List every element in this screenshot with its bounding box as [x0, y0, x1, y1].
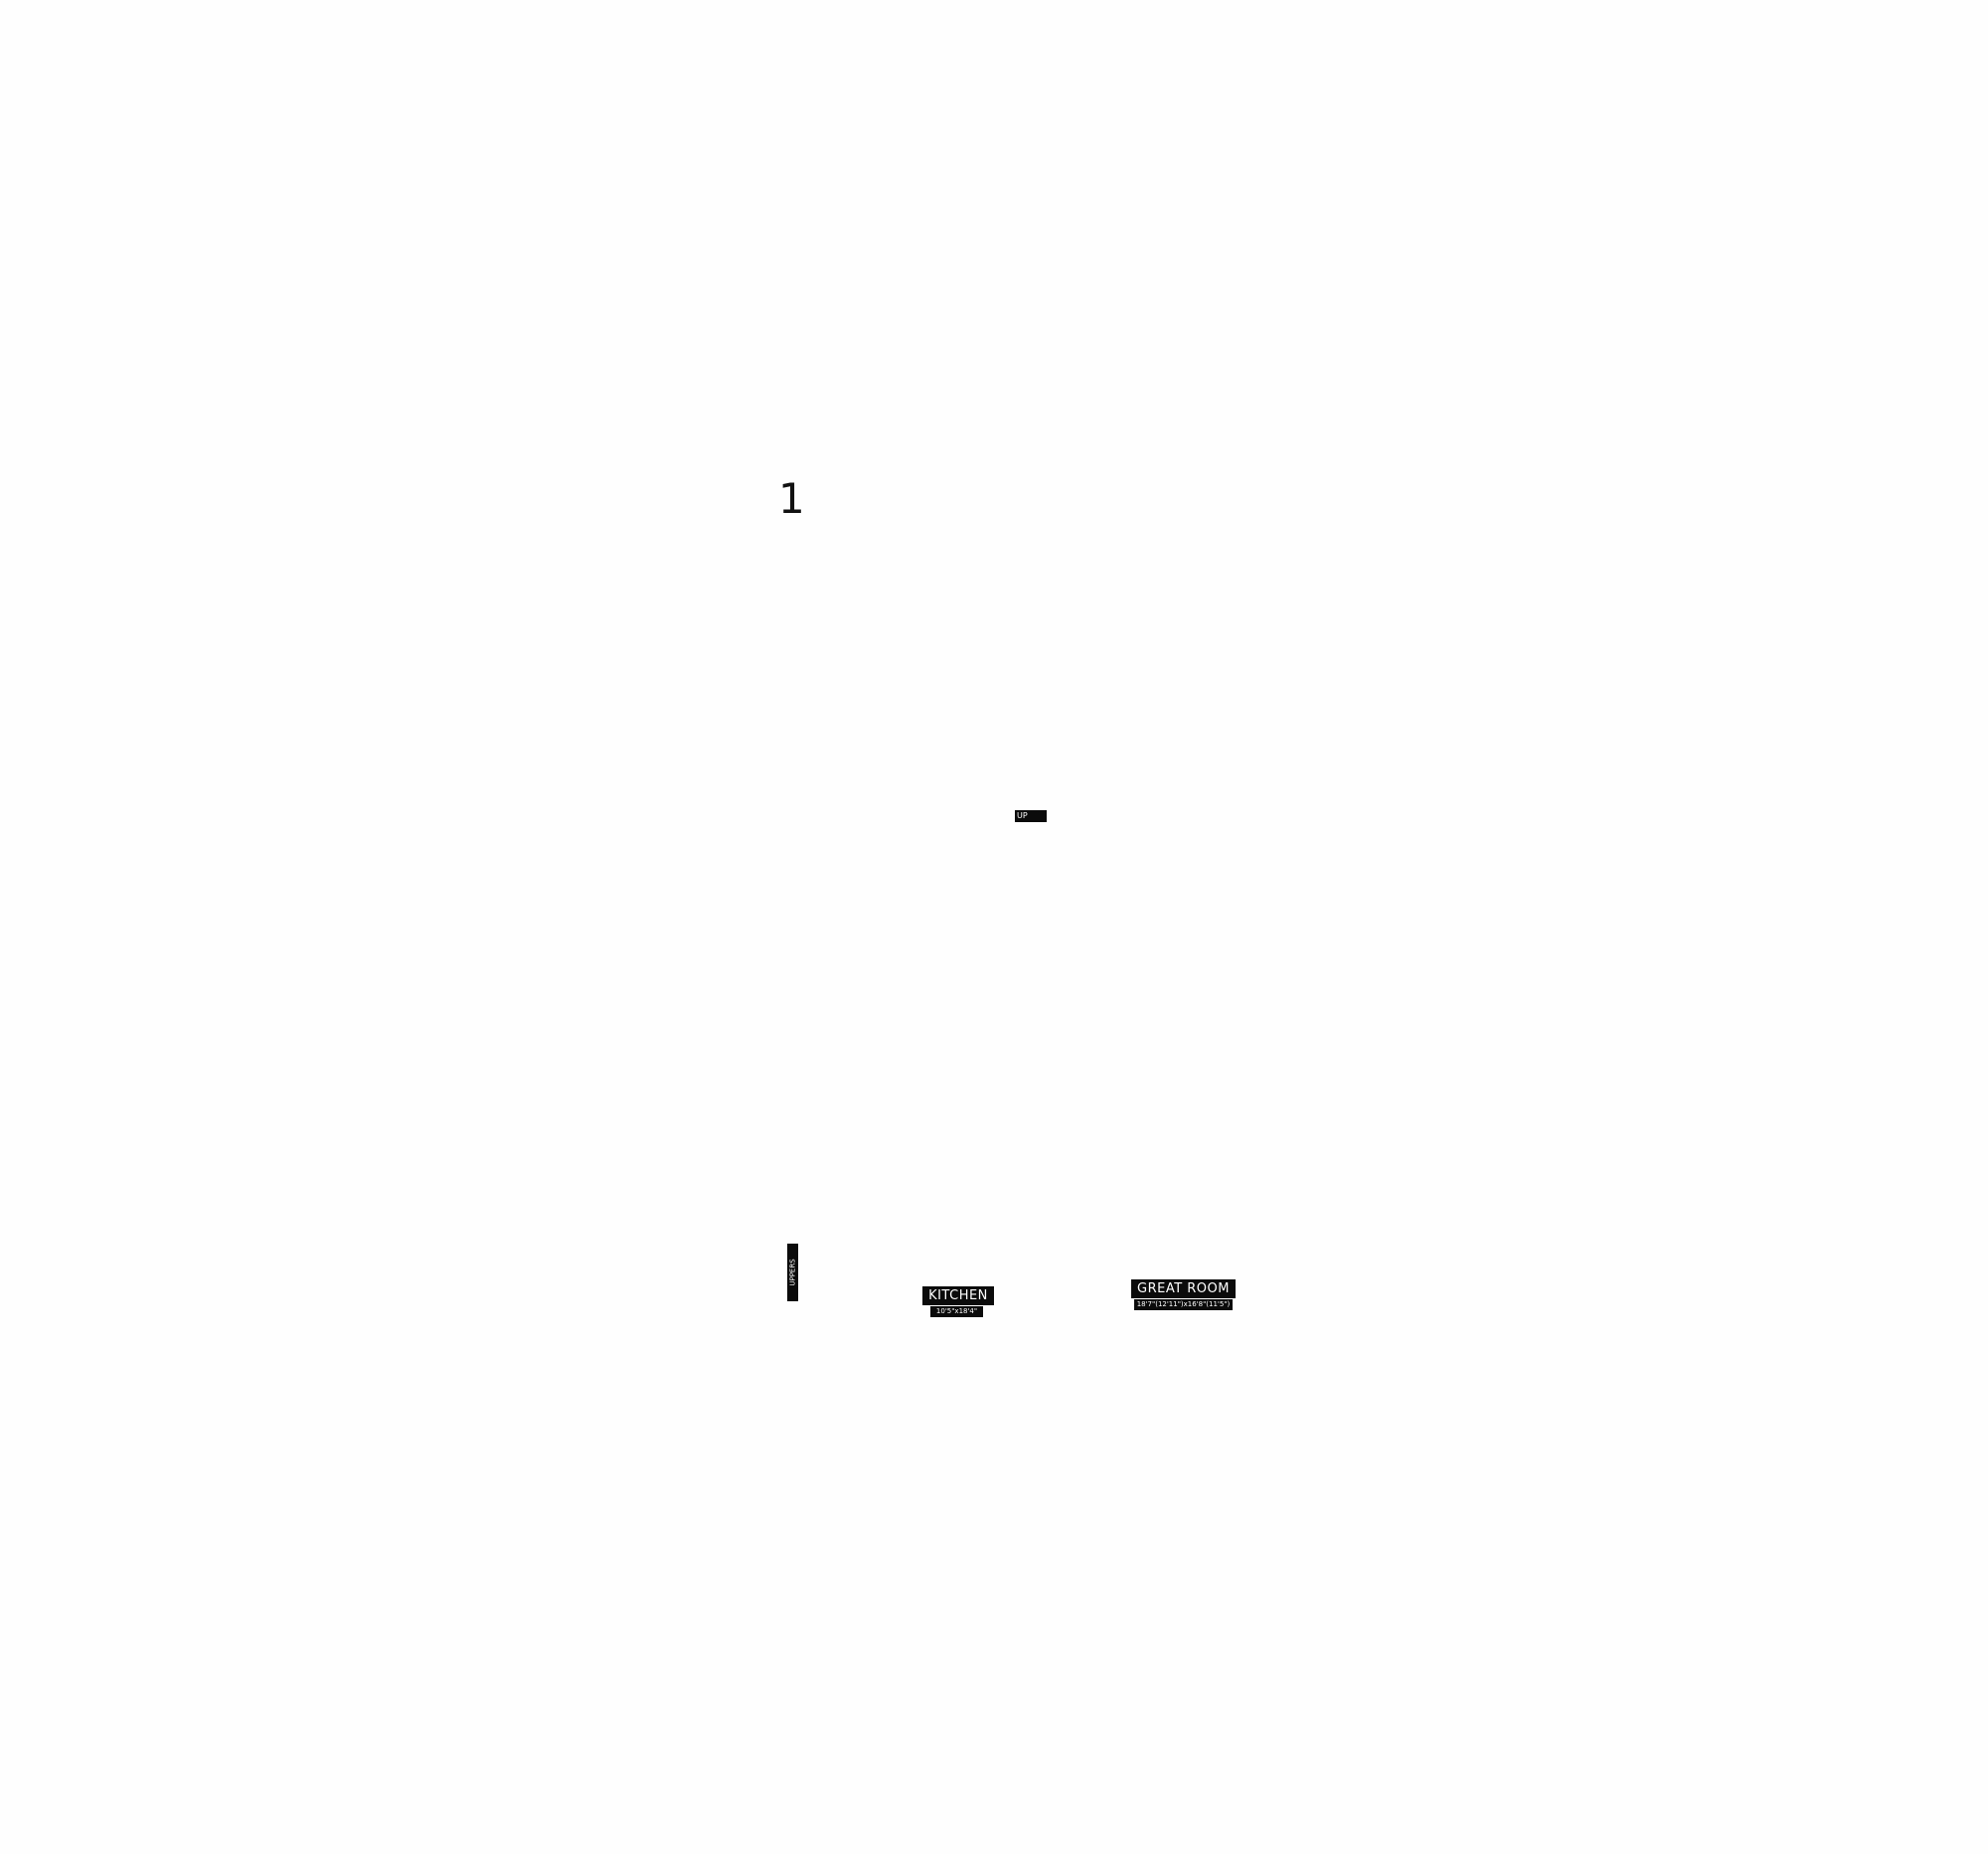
room-name-great-room: GREAT ROOM	[1131, 1279, 1236, 1298]
room-dimensions-great-room: 18'7"(12'11")x16'8"(11'5")	[1134, 1299, 1233, 1310]
uppers-cabinet-label: UPPERS	[787, 1244, 798, 1301]
uppers-cabinet-text: UPPERS	[788, 1259, 796, 1286]
room-name-kitchen: KITCHEN	[922, 1286, 994, 1305]
floor-number: 1	[778, 474, 805, 523]
stairs-up-label: UP	[1015, 810, 1047, 822]
room-dimensions-kitchen: 10'5"x18'4"	[930, 1306, 983, 1317]
